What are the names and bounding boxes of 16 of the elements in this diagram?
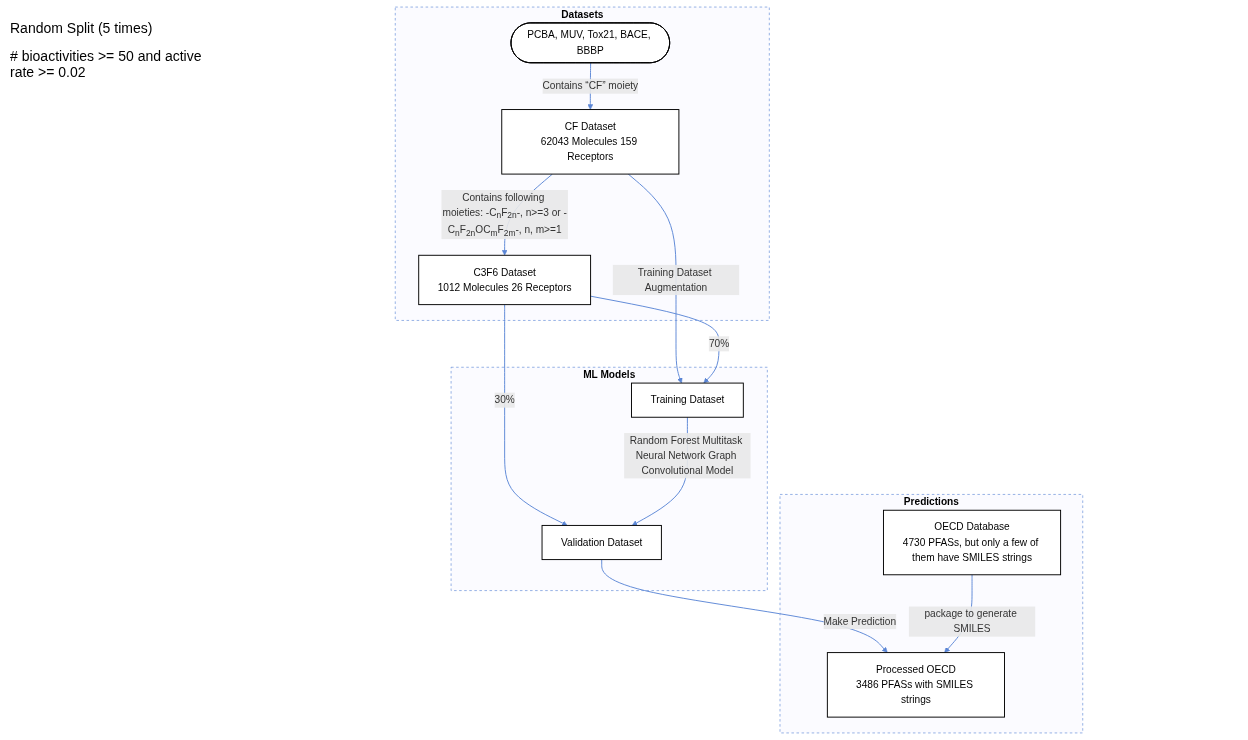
node-box: Training Dataset — [631, 382, 744, 418]
edge-label: Make Prediction — [823, 615, 897, 627]
edge-label: Training Dataset Augmentation — [637, 266, 712, 293]
edge-label: Contains “CF” moiety — [542, 80, 639, 92]
node-box: CF Dataset 62043 Molecules 159 Receptors — [501, 109, 680, 175]
node-box: Processed OECD 3486 PFASs with SMILES strings — [826, 652, 1005, 718]
node-box: Validation Dataset — [541, 524, 662, 561]
node-box: C3F6 Dataset 1012 Molecules 26 Receptors — [418, 254, 592, 306]
edge-label: 70% — [708, 338, 730, 349]
edge-label: 30% — [494, 394, 515, 406]
note-text: # bioactivities >= 50 and active rate >= 0.02 — [10, 48, 203, 80]
edge-label: Random Forest Multitask Neural Network Graph Convolutional Model — [629, 434, 743, 477]
edge-label: package to generate SMILES — [924, 608, 1017, 635]
note-text: Random Split (5 times) — [10, 20, 154, 36]
node-box: OECD Database 4730 PFASs, but only a few of them have SMILES strings — [883, 509, 1062, 576]
edge-label: Contains following moieties: -C$_{n}$F$_{2n}$-, n>=3 or -C$_{n}$F$_{2n}$OC$_{m}$F$_{2m}$-, n, m>=1 — [442, 191, 567, 238]
